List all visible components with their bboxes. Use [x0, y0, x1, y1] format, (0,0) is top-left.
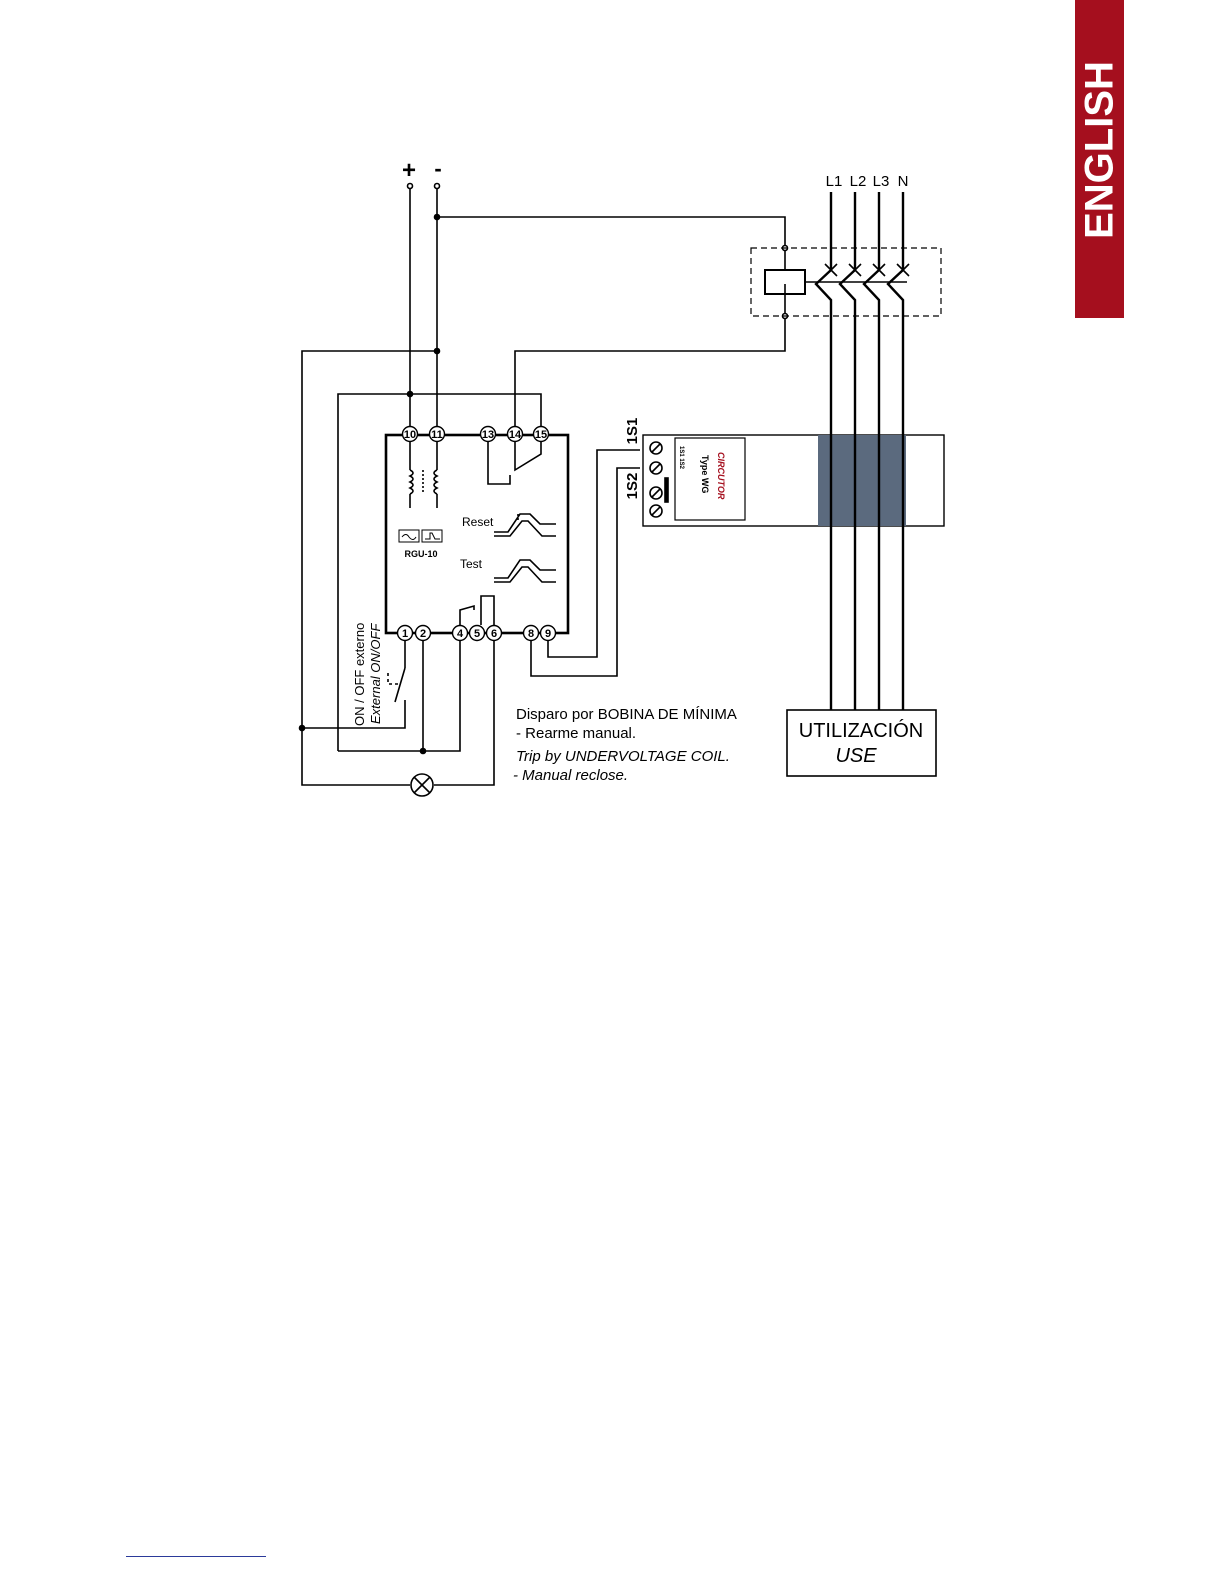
- svg-text:5: 5: [474, 628, 480, 640]
- ct-1s2-label: 1S2: [624, 473, 641, 500]
- ct-terminal-mark: 1S1 1S2: [678, 446, 684, 470]
- svg-text:8: 8: [528, 628, 534, 640]
- relay-model-label: RGU-10: [404, 549, 437, 559]
- svg-text:6: 6: [491, 628, 497, 640]
- ct-1s1-label: 1S1: [624, 418, 641, 445]
- terminal-15: 15: [534, 427, 549, 442]
- terminal-2: 2: [416, 626, 431, 641]
- caption-en-line2: - Manual reclose.: [513, 767, 628, 784]
- test-label: Test: [460, 557, 483, 571]
- supply-minus-label: -: [434, 156, 441, 181]
- reset-label: Reset: [462, 515, 494, 529]
- line-l1-label: L1: [826, 173, 843, 190]
- ct-brand: CIRCUTOR: [716, 452, 726, 500]
- terminal-6: 6: [487, 626, 502, 641]
- external-switch-label-es: ON / OFF externo: [352, 623, 367, 726]
- line-l2-label: L2: [850, 173, 867, 190]
- svg-text:15: 15: [535, 429, 547, 441]
- terminal-13: 13: [481, 427, 496, 442]
- load-label-en: USE: [835, 745, 877, 767]
- line-l3-label: L3: [873, 173, 890, 190]
- ct-type: Type WG: [700, 455, 710, 493]
- external-switch-label-en: External ON/OFF: [368, 623, 383, 724]
- terminal-8: 8: [524, 626, 539, 641]
- terminal-9: 9: [541, 626, 556, 641]
- wire-lamp-to-6: [434, 640, 494, 785]
- svg-text:1: 1: [402, 628, 408, 640]
- svg-text:9: 9: [545, 628, 551, 640]
- svg-text:4: 4: [457, 628, 464, 640]
- terminal-1: 1: [398, 626, 413, 641]
- relay-mode-icons: [399, 530, 442, 542]
- wire-coil-bottom: [515, 284, 785, 428]
- line-n-label: N: [898, 173, 909, 190]
- caption-es-line1: Disparo por BOBINA DE MÍNIMA: [516, 706, 737, 723]
- wire-coil-top: [437, 217, 785, 270]
- svg-text:14: 14: [509, 429, 522, 441]
- caption-en-line1: Trip by UNDERVOLTAGE COIL.: [516, 748, 730, 765]
- terminal-4: 4: [453, 626, 468, 641]
- terminal-14: 14: [508, 427, 523, 442]
- svg-text:10: 10: [404, 429, 416, 441]
- load-label-es: UTILIZACIÓN: [799, 719, 923, 742]
- svg-text:13: 13: [482, 429, 494, 441]
- terminal-10: 10: [403, 427, 418, 442]
- footnote-separator: [126, 1556, 266, 1557]
- caption-es-line2: - Rearme manual.: [516, 725, 636, 742]
- supply-plus-label: +: [402, 157, 416, 184]
- svg-text:11: 11: [431, 429, 443, 441]
- terminal-5: 5: [470, 626, 485, 641]
- terminal-11: 11: [430, 427, 445, 442]
- svg-text:2: 2: [420, 628, 426, 640]
